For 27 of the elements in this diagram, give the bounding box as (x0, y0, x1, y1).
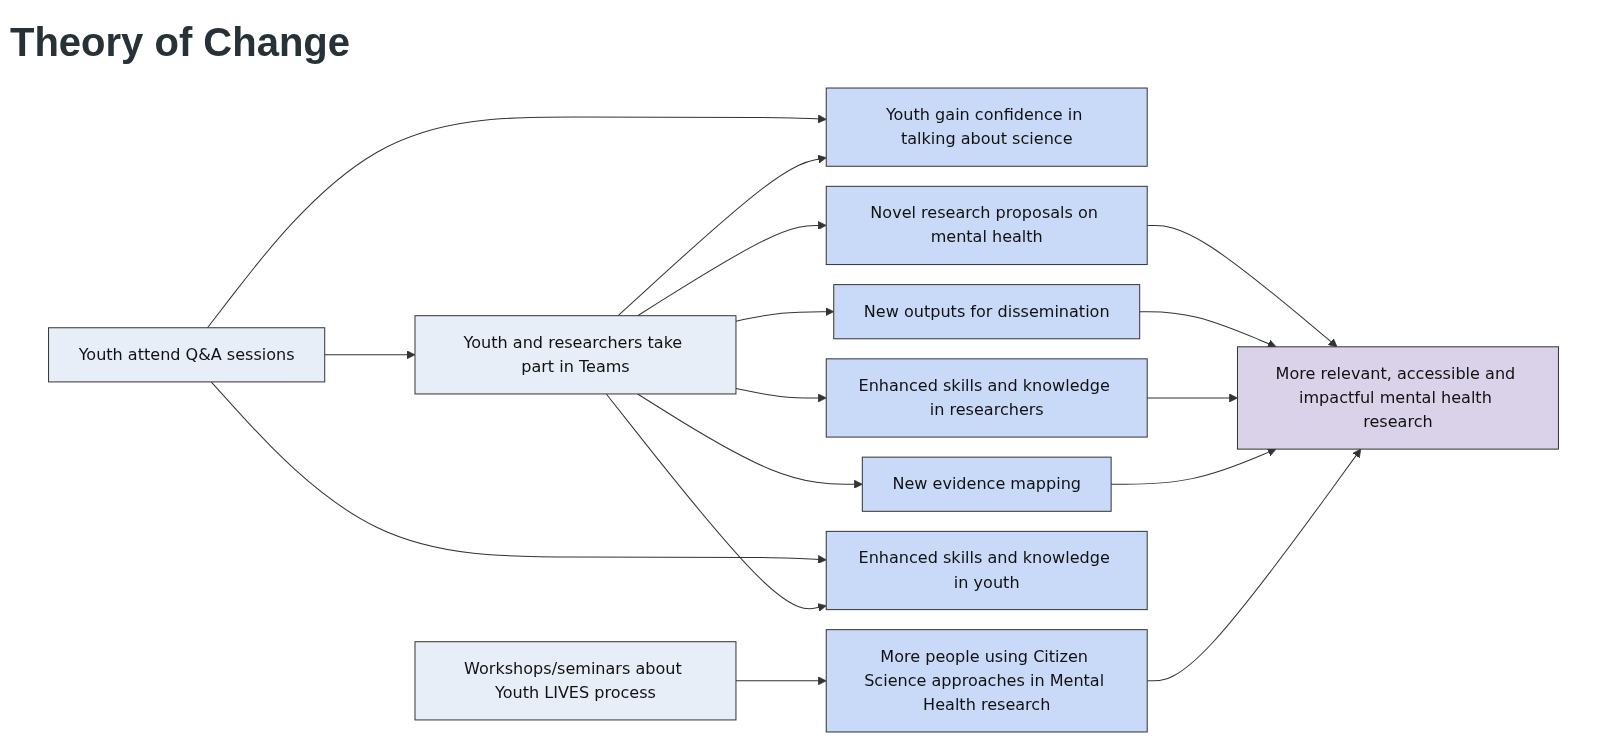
node-box: More relevant, accessible and impactful mental health research (1237, 346, 1559, 450)
arrow (617, 154, 827, 317)
arrow (1110, 448, 1277, 485)
node-box: Novel research proposals on mental health (825, 185, 1148, 266)
arrow (207, 114, 827, 329)
arrow (1146, 224, 1338, 348)
arrow (1146, 448, 1362, 682)
node-box: Enhanced skills and knowledge in researchers (825, 358, 1148, 438)
node-box: New outputs for dissemination (833, 284, 1141, 340)
arrow (735, 676, 827, 686)
node-box: Enhanced skills and knowledge in youth (825, 530, 1148, 611)
diagram-title: Theory of Change (10, 20, 351, 65)
arrow (637, 221, 827, 317)
arrow (605, 393, 827, 612)
node-box: New evidence mapping (861, 456, 1112, 512)
node-box: Workshops/seminars about Youth LIVES process (414, 641, 737, 721)
arrow (1146, 393, 1238, 403)
node-box: Youth gain confidence in talking about science (825, 87, 1148, 167)
arrow (735, 307, 835, 322)
node-box: More people using Citizen Science approaches in Mental Health research (825, 629, 1148, 733)
node-box: Youth and researchers take part in Teams (414, 315, 737, 395)
node-box: Youth attend Q&A sessions (48, 327, 326, 383)
arrow (1139, 311, 1277, 348)
arrow (735, 388, 827, 403)
arrow (637, 393, 863, 489)
arrow (324, 350, 416, 360)
arrow (210, 381, 827, 564)
